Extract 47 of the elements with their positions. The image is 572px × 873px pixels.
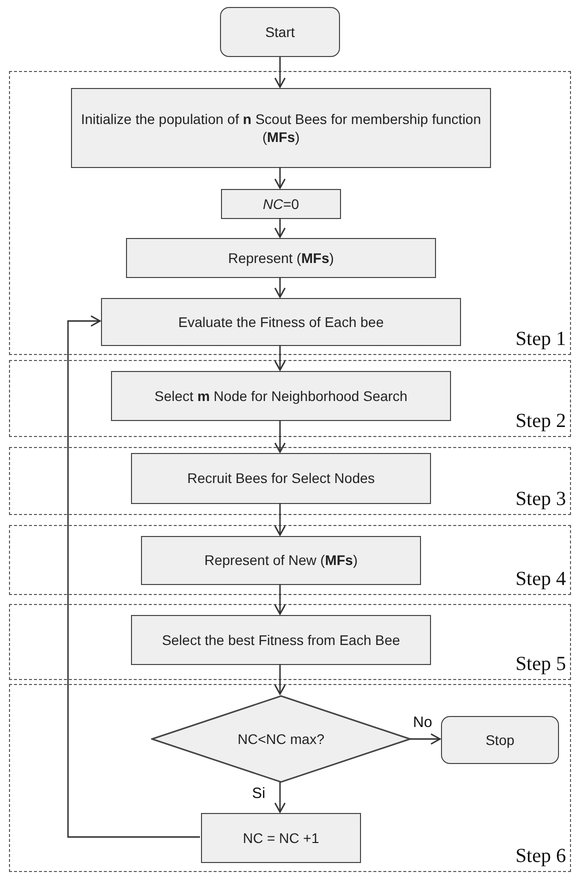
step-band (9, 447, 571, 515)
process-label: Select m Node for Neighborhood Search (154, 386, 408, 406)
step-label: Step 6 (515, 845, 566, 868)
arrow (274, 345, 286, 371)
step-band (9, 71, 571, 355)
process-label: NC=0 (262, 194, 300, 214)
process-box (71, 88, 491, 168)
process-box (221, 189, 341, 219)
step-band (9, 360, 571, 437)
arrow (274, 503, 286, 536)
terminal-box (441, 716, 559, 764)
process-label: NC = NC +1 (242, 828, 320, 848)
process-label: Initialize the population of n Scout Bees for membership function (MFs) (80, 110, 482, 146)
arrow (274, 664, 286, 695)
step-label: Step 4 (515, 568, 566, 591)
step-band (9, 604, 571, 680)
process-box (101, 298, 461, 346)
process-label: Evaluate the Fitness of Each bee (177, 312, 385, 332)
process-box (131, 453, 431, 504)
process-box (126, 238, 436, 278)
arrow (274, 167, 286, 189)
process-label: Recruit Bees for Select Nodes (186, 469, 376, 488)
process-box (111, 371, 451, 421)
arrow (274, 782, 286, 813)
step-label: Step 3 (515, 488, 566, 511)
arrow (410, 733, 441, 745)
process-box (131, 615, 431, 665)
step-band (9, 684, 571, 872)
arrow (274, 57, 286, 88)
arrow (274, 277, 286, 298)
terminal-label: Start (264, 22, 296, 42)
process-label: Represent (MFs) (227, 248, 335, 268)
terminal-label: Stop (484, 730, 516, 750)
step-band (9, 525, 571, 595)
step-label: Step 1 (515, 328, 566, 351)
arrow (274, 420, 286, 453)
process-label: Represent of New (MFs) (203, 551, 359, 570)
step-label: Step 2 (515, 410, 566, 433)
decision-label: NC<NC max? (236, 730, 326, 748)
process-label: Select the best Fitness from Each Bee (160, 630, 402, 650)
terminal-box (220, 7, 340, 57)
step-label: Step 5 (515, 653, 566, 676)
process-box (201, 813, 361, 863)
arrow (274, 584, 286, 615)
arrow (67, 315, 200, 838)
process-box (141, 536, 421, 585)
arrow (274, 218, 286, 238)
